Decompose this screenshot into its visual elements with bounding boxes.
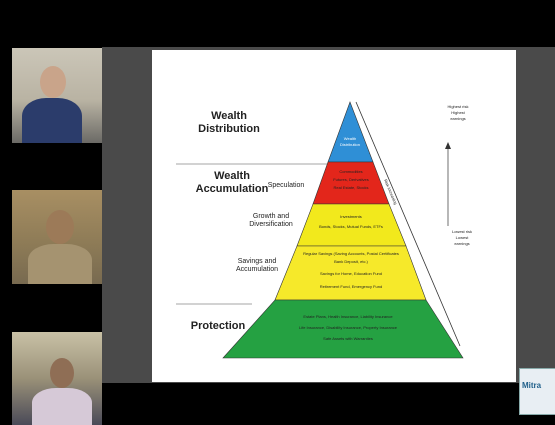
tier-5-line-2: Life Insurance, Disability Insurance, Pr… <box>299 325 398 330</box>
side-label-speculation: Speculation <box>267 182 305 189</box>
risk-bottom-3: earnings <box>454 241 469 246</box>
tier-3-line-1: Investments <box>340 214 362 219</box>
risk-top-3: earnings <box>450 116 465 121</box>
side-label-savings: Savings and Accumulation <box>235 258 279 273</box>
tier-4-line-2: Bank Deposit, etc.) <box>334 259 368 264</box>
participant-head-1 <box>40 66 66 98</box>
tier-4-line-3: Savings for Home, Education Fund <box>320 271 382 276</box>
risk-top-2: Highest <box>451 110 465 115</box>
risk-arrow-head <box>445 142 451 149</box>
tier-4-line-4: Retirement Fund, Emergency Fund <box>320 284 382 289</box>
participant-body-1 <box>22 98 82 143</box>
tier-2-line-1: Commodities <box>339 169 362 174</box>
presentation-slide: Wealth Distribution Wealth Accumulation … <box>152 50 516 382</box>
participant-body-3 <box>32 388 92 425</box>
participant-body-2 <box>28 244 92 284</box>
participant-head-2 <box>46 210 74 244</box>
top-bar <box>0 0 555 22</box>
stage-label-accumulation: Wealth Accumulation <box>195 170 269 195</box>
tier-3-line-2: Bonds, Stocks, Mutual Funds, ETFs <box>319 224 383 229</box>
tier-protection <box>222 299 464 359</box>
participant-head-3 <box>50 358 74 388</box>
risk-diagonal-line <box>355 101 461 347</box>
risk-bottom-1: Lowest risk <box>452 229 472 234</box>
tier-2-line-3: Real Estate, Stocks <box>334 185 369 190</box>
stage-label-distribution: Wealth Distribution <box>198 110 260 135</box>
tier-1-line-1: Wealth <box>344 136 356 141</box>
tier-5-line-1: Estate Plans, Health Insurance, Liabilit… <box>303 314 393 319</box>
side-label-growth: Growth and Diversification <box>249 213 293 228</box>
tier-1-line-2: Distribution <box>340 142 360 147</box>
stage-label-protection: Protection <box>190 320 246 332</box>
tier-wealth-distribution <box>327 101 374 163</box>
participant-sidebar <box>0 22 102 425</box>
risk-top-1: Highest risk <box>448 104 469 109</box>
wealth-pyramid-svg: Wealth Distribution Commodities Futures,… <box>176 101 472 359</box>
participant-video-3[interactable] <box>12 332 102 425</box>
brand-logo: Mitra <box>519 368 555 415</box>
participant-video-2[interactable] <box>12 190 102 284</box>
tier-4-line-1: Regular Savings (Saving Accounts, Postal… <box>303 251 399 256</box>
risk-bottom-2: Lowest <box>456 235 470 240</box>
brand-logo-text: Mitra <box>522 381 542 390</box>
tier-5-line-3: Safe Assets with Warranties <box>323 336 373 341</box>
participant-video-1[interactable] <box>12 48 102 143</box>
tier-2-line-2: Futures, Derivatives <box>333 177 369 182</box>
